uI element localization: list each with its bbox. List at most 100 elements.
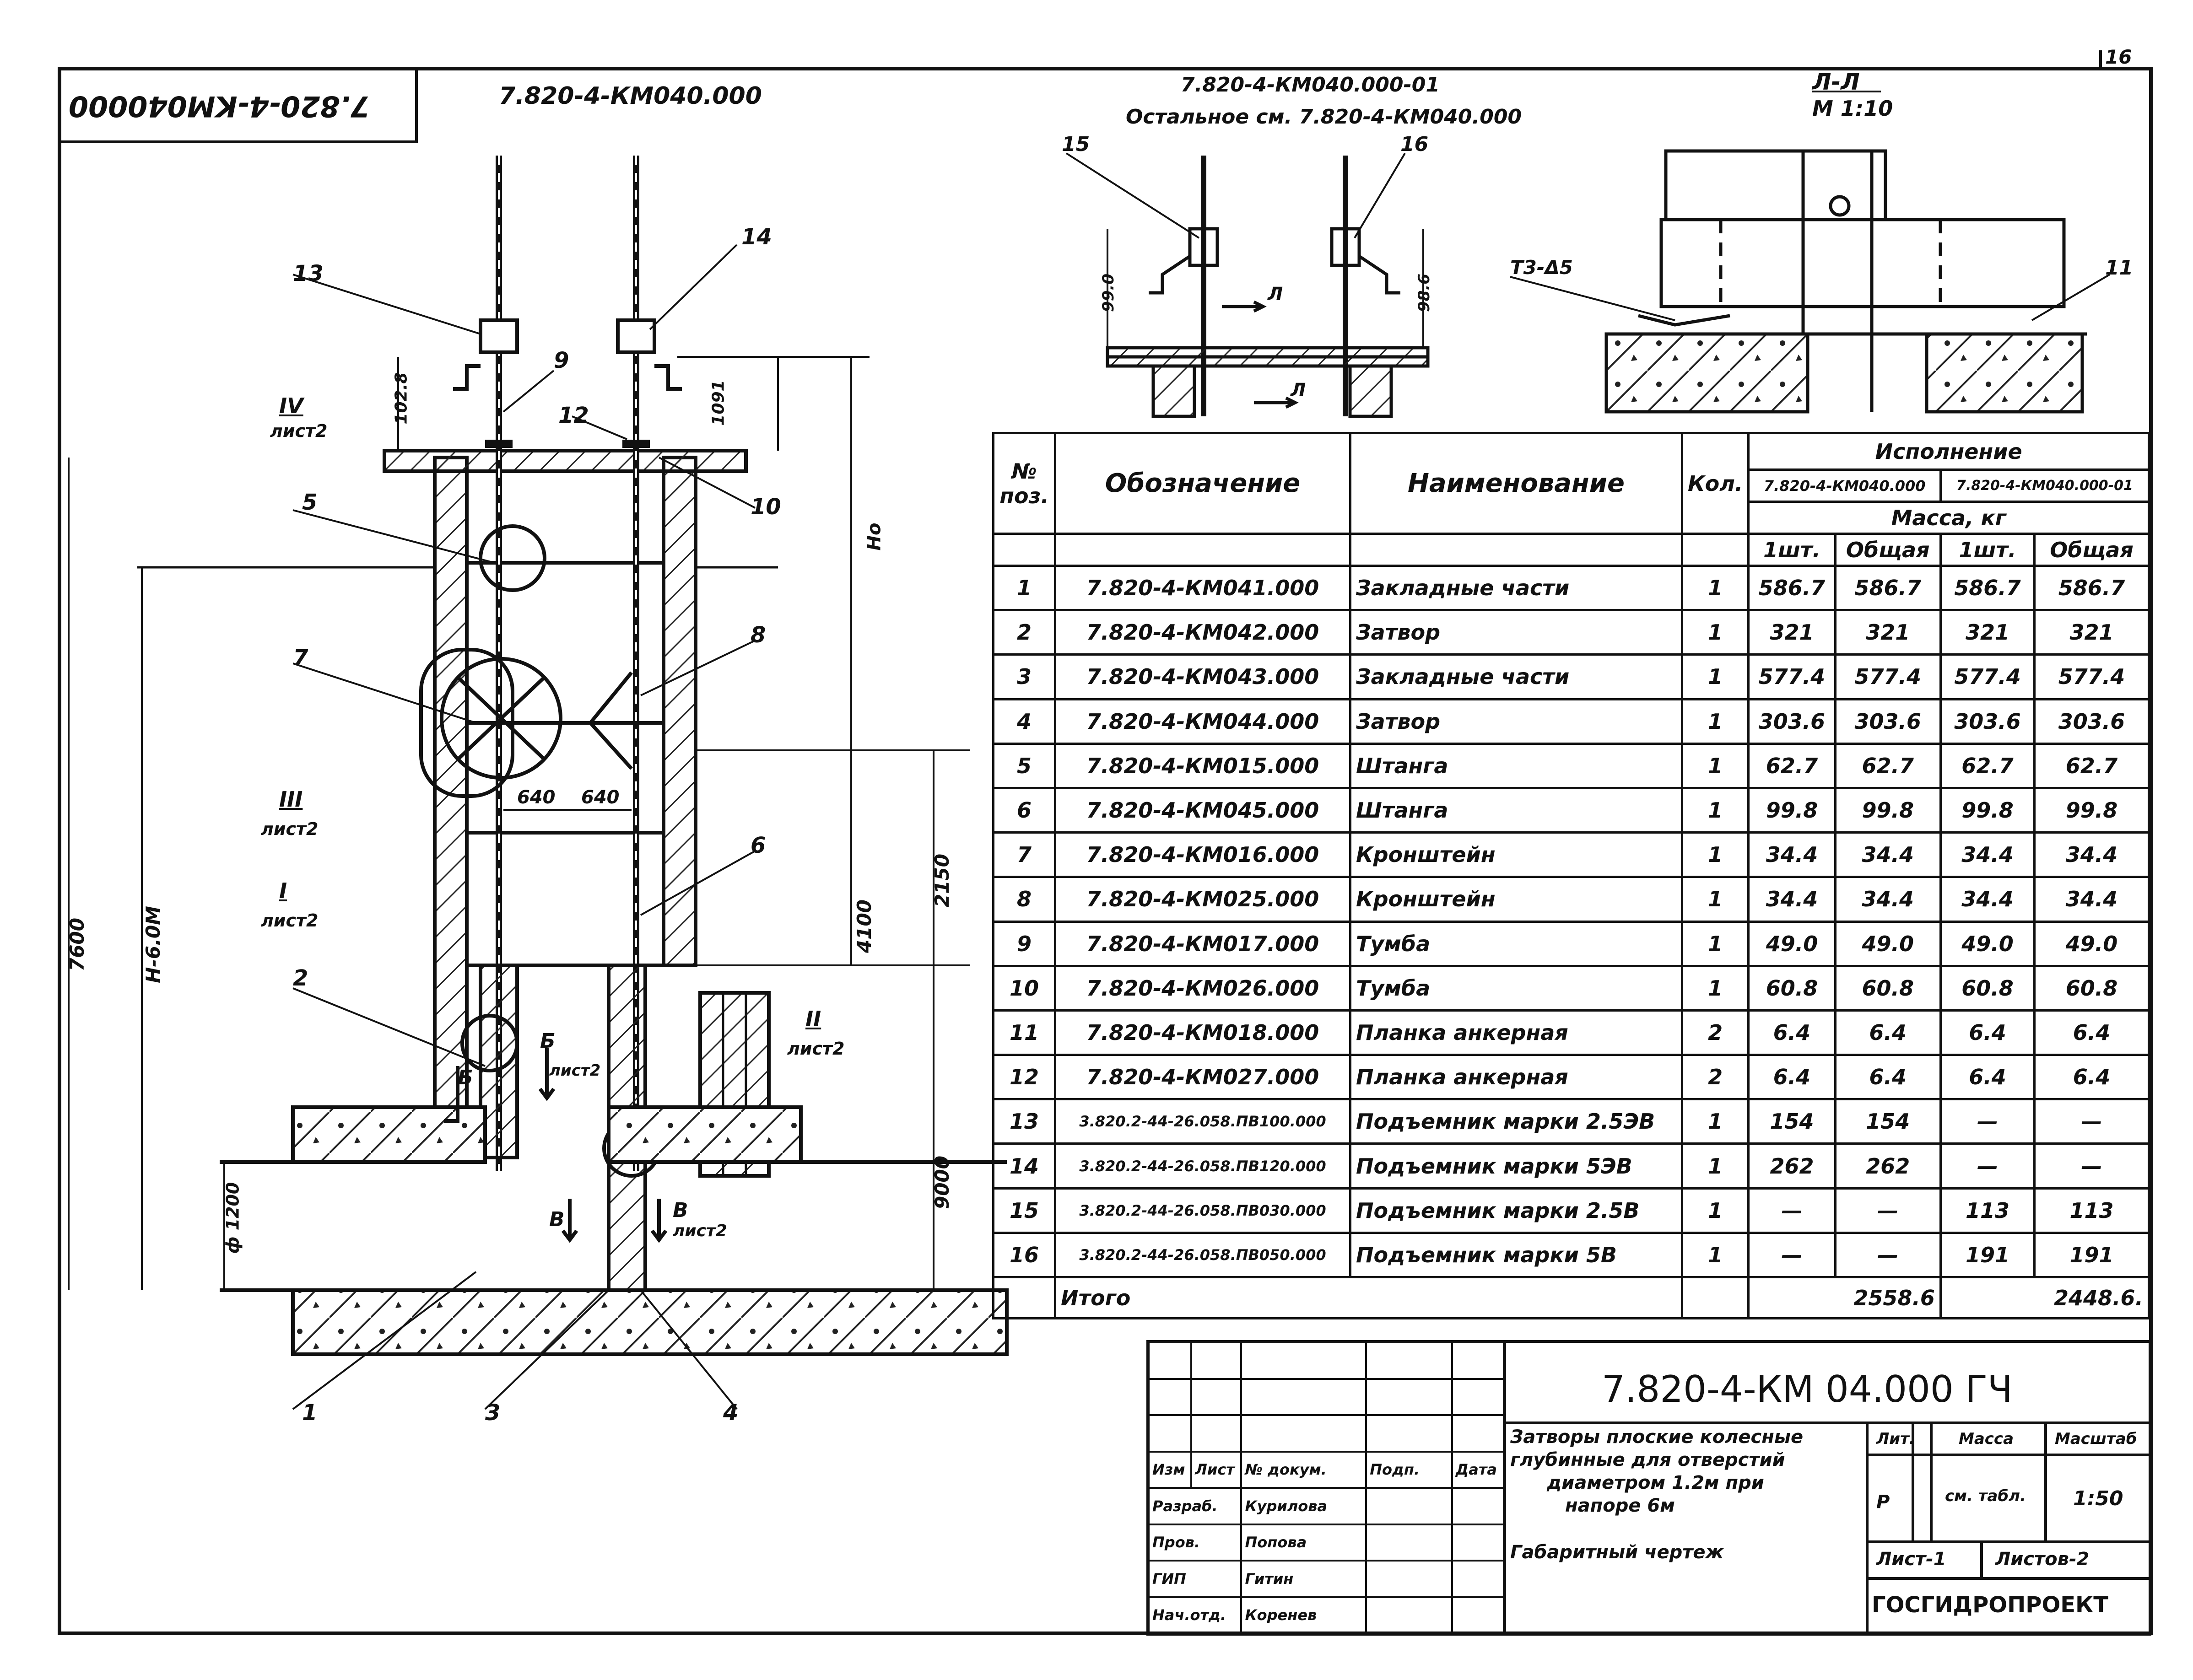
section-LL [1510, 91, 2111, 414]
role-label: Разраб. [1147, 1487, 1242, 1525]
cell-b1: 577.4 [1939, 653, 2036, 700]
cell-a2: 60.8 [1834, 964, 1942, 1012]
cell-des: 3.820.2-44-26.058.ПВ120.000 [1054, 1142, 1351, 1190]
cell-name: Тумба [1349, 964, 1683, 1012]
cell-b1: 60.8 [1939, 964, 2036, 1012]
cell-qty: 1 [1680, 653, 1750, 700]
cell-qty: 1 [1680, 698, 1750, 745]
pos-1: 1 [302, 1400, 318, 1426]
cell-b2: — [2033, 1098, 2150, 1145]
cell-pos: 2 [992, 609, 1056, 656]
cell-a2: 6.4 [1834, 1009, 1942, 1056]
cell-des: 3.820.2-44-26.058.ПВ100.000 [1054, 1098, 1351, 1145]
cell-a2: 577.4 [1834, 653, 1942, 700]
pos-12: 12 [558, 403, 589, 428]
cell-name: Планка анкерная [1349, 1054, 1683, 1101]
pos-3: 3 [485, 1400, 501, 1426]
cell-b2: 6.4 [2033, 1009, 2150, 1056]
pos-13: 13 [293, 261, 324, 286]
cell-qty: 2 [1680, 1009, 1750, 1056]
signature [1365, 1523, 1453, 1562]
cell-pos: 1 [992, 564, 1056, 612]
hdr-list: Лист [1190, 1450, 1242, 1489]
cell-pos: 10 [992, 964, 1056, 1012]
col-one-2: 1шт. [1939, 533, 2036, 567]
cell-a1: 303.6 [1747, 698, 1837, 745]
corner-code-box [58, 67, 418, 143]
title-block-frame [1146, 1340, 2151, 1636]
title-line-1: Затворы плоские колесные [1510, 1427, 1804, 1448]
col-designation: Обозначение [1054, 432, 1351, 535]
cell-qty: 1 [1680, 831, 1750, 878]
col-total-1: Общая [1834, 533, 1942, 567]
cell-des: 7.820-4-КМ016.000 [1054, 831, 1351, 878]
dim-9000: 9000 [930, 1156, 953, 1209]
cell-a1: 34.4 [1747, 831, 1837, 878]
corner-code: 7.820-4-KM040000 [69, 90, 371, 123]
cell-b1: 62.7 [1939, 742, 2036, 789]
cell-qty: 1 [1680, 1098, 1750, 1145]
cell-a1: 34.4 [1747, 876, 1837, 923]
cell-des: 7.820-4-КМ017.000 [1054, 920, 1351, 967]
cell-name: Затвор [1349, 609, 1683, 656]
role-label: Пров. [1147, 1523, 1242, 1562]
cell-name: Закладные части [1349, 653, 1683, 700]
pos-10: 10 [751, 494, 781, 520]
hdr-ndoc: № докум. [1240, 1450, 1367, 1489]
date [1451, 1487, 1505, 1525]
col-scale: Масштаб [2055, 1430, 2137, 1448]
dim-640-left: 640 [517, 787, 556, 808]
view-I-ref: лист2 [261, 910, 319, 931]
cell-name: Подъемник марки 2.5ЭВ [1349, 1098, 1683, 1145]
view-II-ref: лист2 [787, 1039, 845, 1059]
cell-a2: 34.4 [1834, 831, 1942, 878]
date [1451, 1560, 1505, 1598]
signature-row: Пров.Попова [1147, 1523, 1505, 1562]
cell-pos: 8 [992, 876, 1056, 923]
signature-row: Разраб.Курилова [1147, 1487, 1505, 1525]
cell-qty: 1 [1680, 1187, 1750, 1234]
col-exec-2: 7.820-4-КМ040.000-01 [1939, 468, 2150, 503]
pos-6: 6 [751, 833, 766, 858]
sheets-total: Листов-2 [1995, 1549, 2090, 1570]
organization: ГОСГИДРОПРОЕКТ [1872, 1592, 2109, 1618]
cell-qty: 1 [1680, 786, 1750, 834]
cell-b1: 6.4 [1939, 1009, 2036, 1056]
role-name: Гитин [1240, 1560, 1367, 1598]
cell-a1: 49.0 [1747, 920, 1837, 967]
cell-a1: 586.7 [1747, 564, 1837, 612]
cell-a2: 99.8 [1834, 786, 1942, 834]
cell-b1: 191 [1939, 1231, 2036, 1279]
cell-b1: — [1939, 1142, 2036, 1190]
cell-pos: 15 [992, 1187, 1056, 1234]
cell-des: 7.820-4-КМ043.000 [1054, 653, 1351, 700]
cell-name: Штанга [1349, 786, 1683, 834]
date [1451, 1523, 1505, 1562]
title-line-2: глубинные для отверстий [1510, 1449, 1785, 1470]
cell-b1: 34.4 [1939, 831, 2036, 878]
dim-640-right: 640 [581, 787, 620, 808]
cell-pos: 4 [992, 698, 1056, 745]
title-line-4: напоре 6м [1565, 1495, 1675, 1516]
cell-b2: 49.0 [2033, 920, 2150, 967]
cell-qty: 2 [1680, 1054, 1750, 1101]
cell-b2: 6.4 [2033, 1054, 2150, 1101]
dim-990: 99.0 [1099, 274, 1118, 312]
cell-qty: 1 [1680, 564, 1750, 612]
cell-b1: — [1939, 1098, 2036, 1145]
col-execution: Исполнение [1747, 432, 2150, 471]
dim-H6: Н-6.0М [141, 906, 164, 983]
cell-a1: 6.4 [1747, 1009, 1837, 1056]
cell-des: 7.820-4-КМ044.000 [1054, 698, 1351, 745]
cell-a1: 6.4 [1747, 1054, 1837, 1101]
cell-b1: 34.4 [1939, 876, 2036, 923]
section-title: Л-Л [1812, 69, 1860, 95]
cell-qty: 1 [1680, 964, 1750, 1012]
cell-a2: 586.7 [1834, 564, 1942, 612]
cell-b1: 321 [1939, 609, 2036, 656]
